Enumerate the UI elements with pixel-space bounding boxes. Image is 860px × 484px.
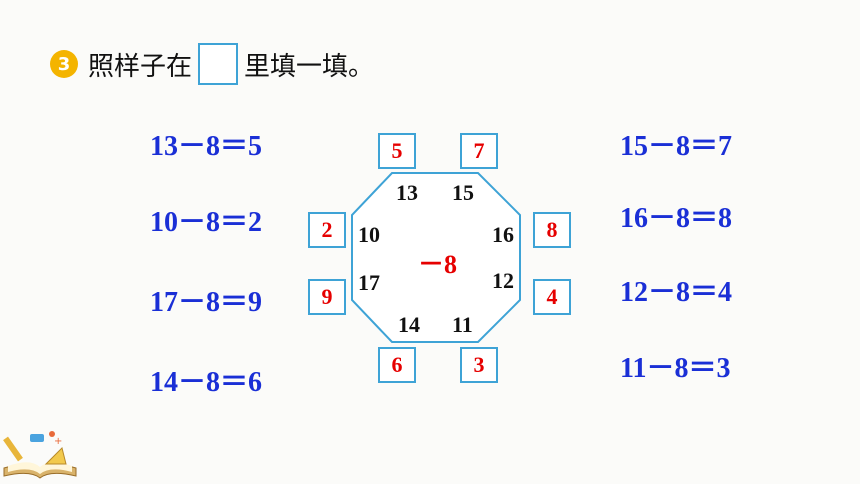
answer-box[interactable]: 2 [308, 212, 346, 248]
answer-box[interactable]: 9 [308, 279, 346, 315]
octagon-shape [351, 172, 521, 343]
answer-box[interactable]: 4 [533, 279, 571, 315]
exercise-header: 3 照样子在 里填一填。 [50, 43, 374, 85]
right-equation: 11－8＝3 [620, 353, 731, 384]
answer-box[interactable]: 7 [460, 133, 498, 169]
octagon-number: 11 [452, 312, 473, 337]
octagon-operator: －8 [418, 250, 458, 279]
octagon-number: 13 [396, 180, 418, 205]
exercise-number-badge: 3 [50, 50, 78, 78]
right-equation: 12－8＝4 [620, 277, 733, 308]
answer-box[interactable]: 3 [460, 347, 498, 383]
answer-box[interactable]: 8 [533, 212, 571, 248]
right-equation: 16－8＝8 [620, 203, 733, 234]
svg-text:+: + [54, 436, 62, 447]
octagon-number: 10 [358, 222, 380, 247]
octagon-number: 16 [492, 222, 514, 247]
exercise-instruction: 照样子在 里填一填。 [88, 43, 374, 85]
left-equation: 14－8＝6 [150, 367, 263, 398]
left-equation: 13－8＝5 [150, 131, 263, 162]
instruction-text-after: 里填一填。 [244, 51, 375, 82]
left-equation: 10－8＝2 [150, 207, 263, 238]
study-tools-icon: + [3, 431, 77, 479]
octagon-number: 15 [452, 180, 474, 205]
right-equation: 15－8＝7 [620, 131, 733, 162]
answer-box[interactable]: 6 [378, 347, 416, 383]
octagon-number: 17 [358, 270, 380, 295]
octagon-number: 14 [398, 312, 420, 337]
blank-box-example [198, 43, 239, 85]
octagon-number: 12 [492, 268, 514, 293]
instruction-text-before: 照样子在 [88, 51, 193, 82]
answer-box[interactable]: 5 [378, 133, 416, 169]
left-equation: 17－8＝9 [150, 287, 263, 318]
